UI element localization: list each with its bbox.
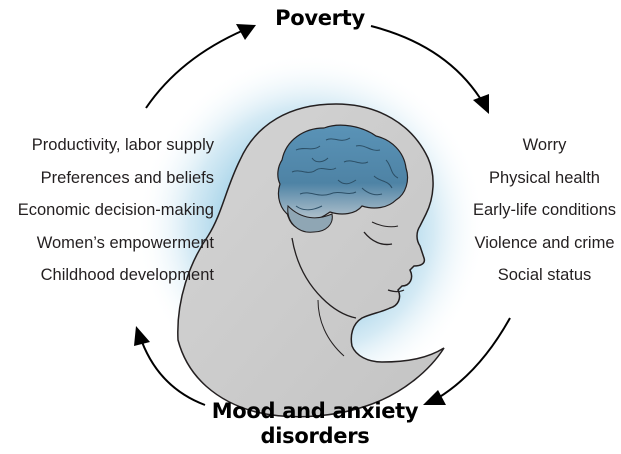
left-factor: Productivity, labor supply: [31, 136, 214, 154]
right-factor: Early-life conditions: [472, 201, 617, 219]
left-factor-list: Productivity, labor supply Preferences a…: [18, 129, 214, 292]
brain: [277, 124, 409, 223]
arrow-to-poverty: [145, 29, 245, 109]
left-factor: Childhood development: [40, 266, 214, 284]
arrowhead-to-poverty: [236, 24, 256, 40]
arrowhead-to-disorders: [423, 390, 446, 405]
jaw-line: [291, 237, 357, 319]
mouth: [387, 289, 405, 293]
arrow-from-disorders: [141, 341, 206, 406]
closed-eye: [363, 231, 393, 246]
disorders-label-line1: Mood and anxiety: [211, 399, 419, 423]
cerebellum: [287, 204, 333, 233]
right-factor-list: Worry Physical health Early-life conditi…: [468, 129, 621, 292]
right-factor: Violence and crime: [474, 233, 615, 252]
poverty-label: Poverty: [275, 6, 365, 30]
left-factor: Preferences and beliefs: [40, 168, 214, 187]
arrowhead-from-poverty: [473, 94, 489, 114]
right-factor: Worry: [522, 136, 567, 154]
right-factor: Social status: [497, 266, 592, 284]
right-factor: Physical health: [489, 168, 600, 187]
arrowhead-from-disorders: [134, 326, 150, 346]
arrow-from-poverty: [370, 25, 481, 99]
disorders-label: Mood and anxiety disorders: [190, 399, 440, 449]
arrow-to-disorders: [437, 317, 511, 399]
left-factor: Economic decision-making: [17, 201, 214, 219]
brain-folds: [291, 137, 399, 211]
disorders-label-line2: disorders: [260, 424, 370, 448]
neck-line: [317, 299, 345, 357]
left-factor: Women’s empowerment: [36, 233, 214, 252]
eyebrow: [371, 221, 399, 228]
